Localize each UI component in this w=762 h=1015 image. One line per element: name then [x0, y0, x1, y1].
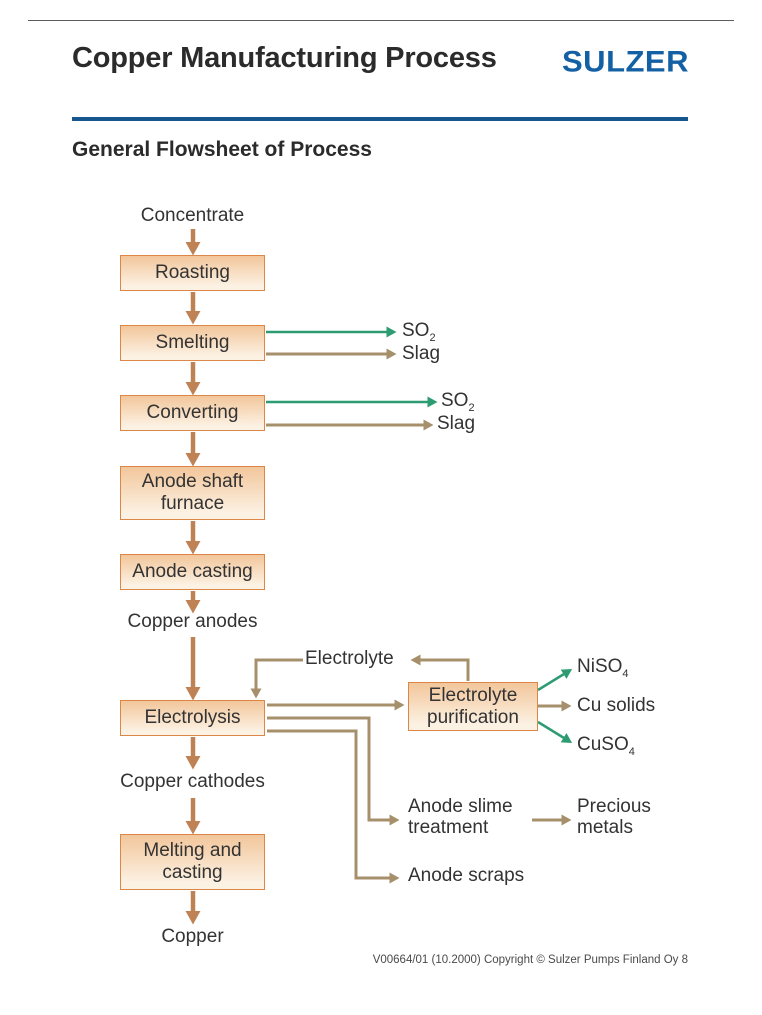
label-cu-solids: Cu solids [577, 695, 656, 716]
label-cuso4: CuSO4 [577, 734, 635, 758]
box-converting: Converting [120, 395, 265, 431]
footer-copyright: V00664/01 (10.2000) Copyright © Sulzer P… [372, 954, 688, 966]
box-melting-and-casting-label: Melting and casting [143, 840, 242, 883]
section-title: General Flowsheet of Process [72, 138, 372, 161]
arrow-purification-to-electrolyte-label [410, 654, 470, 681]
box-roasting-label: Roasting [155, 262, 230, 284]
sulzer-logo: SULZER [562, 44, 689, 79]
label-concentrate: Concentrate [140, 205, 245, 226]
label-copper: Copper [161, 926, 224, 947]
label-copper-cathodes: Copper cathodes [120, 771, 265, 792]
label-electrolyte: Electrolyte [305, 648, 394, 669]
label-anode-scraps: Anode scraps [408, 865, 525, 886]
title-divider [72, 117, 688, 121]
box-converting-label: Converting [146, 402, 239, 424]
label-anode-slime-treatment: Anode slime treatment [408, 796, 513, 838]
box-smelting-label: Smelting [155, 332, 230, 354]
label-niso4: NiSO4 [577, 656, 629, 680]
arrow-electrolysis-to-anode-scraps [267, 729, 400, 884]
box-electrolyte-purification: Electrolyte purification [408, 682, 538, 731]
page-title: Copper Manufacturing Process [72, 42, 497, 74]
label-so2-converting: SO2 [441, 390, 475, 414]
arrow-electrolyte-return-to-electrolysis [250, 658, 303, 699]
box-roasting: Roasting [120, 255, 265, 291]
box-smelting: Smelting [120, 325, 265, 361]
box-melting-and-casting: Melting and casting [120, 834, 265, 890]
label-slag-smelting: Slag [402, 343, 441, 364]
box-anode-casting-label: Anode casting [132, 561, 253, 583]
label-slag-converting: Slag [437, 413, 476, 434]
box-electrolysis-label: Electrolysis [144, 707, 241, 729]
label-copper-anodes: Copper anodes [127, 611, 258, 632]
label-so2-smelting: SO2 [402, 320, 436, 344]
label-precious-metals: Precious metals [577, 796, 651, 838]
arrow-purification-to-cuso4 [537, 720, 573, 743]
arrow-electrolysis-to-anode-slime [267, 716, 400, 826]
box-anode-casting: Anode casting [120, 554, 265, 590]
arrow-purification-to-niso4 [537, 669, 573, 692]
box-anode-shaft-furnace-label: Anode shaft furnace [141, 471, 244, 514]
slide-top-border [28, 20, 734, 21]
box-electrolysis: Electrolysis [120, 700, 265, 736]
box-electrolyte-purification-label: Electrolyte purification [427, 684, 519, 728]
box-anode-shaft-furnace: Anode shaft furnace [120, 466, 265, 520]
